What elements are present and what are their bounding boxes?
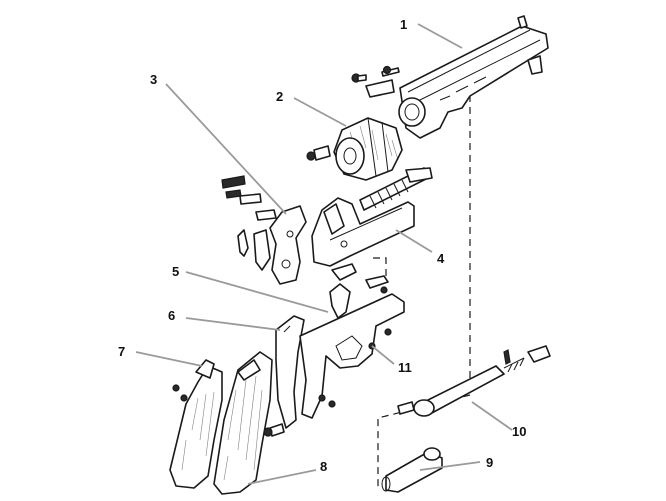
- part-grip-right: [213, 351, 285, 495]
- callout-5: 5: [172, 264, 179, 279]
- callout-10: 10: [512, 424, 526, 439]
- assembly-guide-lines: [373, 95, 471, 488]
- leader-11: [371, 345, 395, 365]
- part-backstrap: [275, 315, 305, 429]
- part-rammer: [397, 345, 551, 417]
- leader-10: [471, 401, 513, 431]
- callout-7: 7: [118, 344, 125, 359]
- part-cylinder: [306, 117, 403, 181]
- callout-labels: 1 2 3 4 5 6 7 8 9 10 11: [118, 17, 526, 474]
- leader-8: [247, 469, 317, 485]
- part-frame: [311, 167, 433, 267]
- part-trigger-bolt: [329, 263, 389, 319]
- callout-2: 2: [276, 89, 283, 104]
- callout-11: 11: [398, 360, 412, 375]
- part-grip-frame: [299, 293, 405, 419]
- part-loading-lever: [381, 447, 443, 493]
- callout-3: 3: [150, 72, 157, 87]
- leader-2: [293, 97, 347, 127]
- callout-1: 1: [400, 17, 407, 32]
- callout-9: 9: [486, 455, 493, 470]
- part-wedge-and-screws: [351, 65, 400, 98]
- leader-1: [417, 23, 463, 49]
- part-barrel: [398, 15, 549, 139]
- leader-4: [395, 229, 433, 253]
- callout-6: 6: [168, 308, 175, 323]
- leader-3: [165, 83, 287, 215]
- callout-8: 8: [320, 459, 327, 474]
- part-grip-left: [169, 359, 223, 489]
- leader-7: [135, 351, 203, 367]
- leader-lines: [135, 23, 513, 485]
- part-hammer: [221, 175, 307, 285]
- leader-6: [185, 317, 281, 331]
- callout-4: 4: [437, 251, 445, 266]
- leader-5: [185, 271, 329, 313]
- leader-9: [419, 461, 481, 471]
